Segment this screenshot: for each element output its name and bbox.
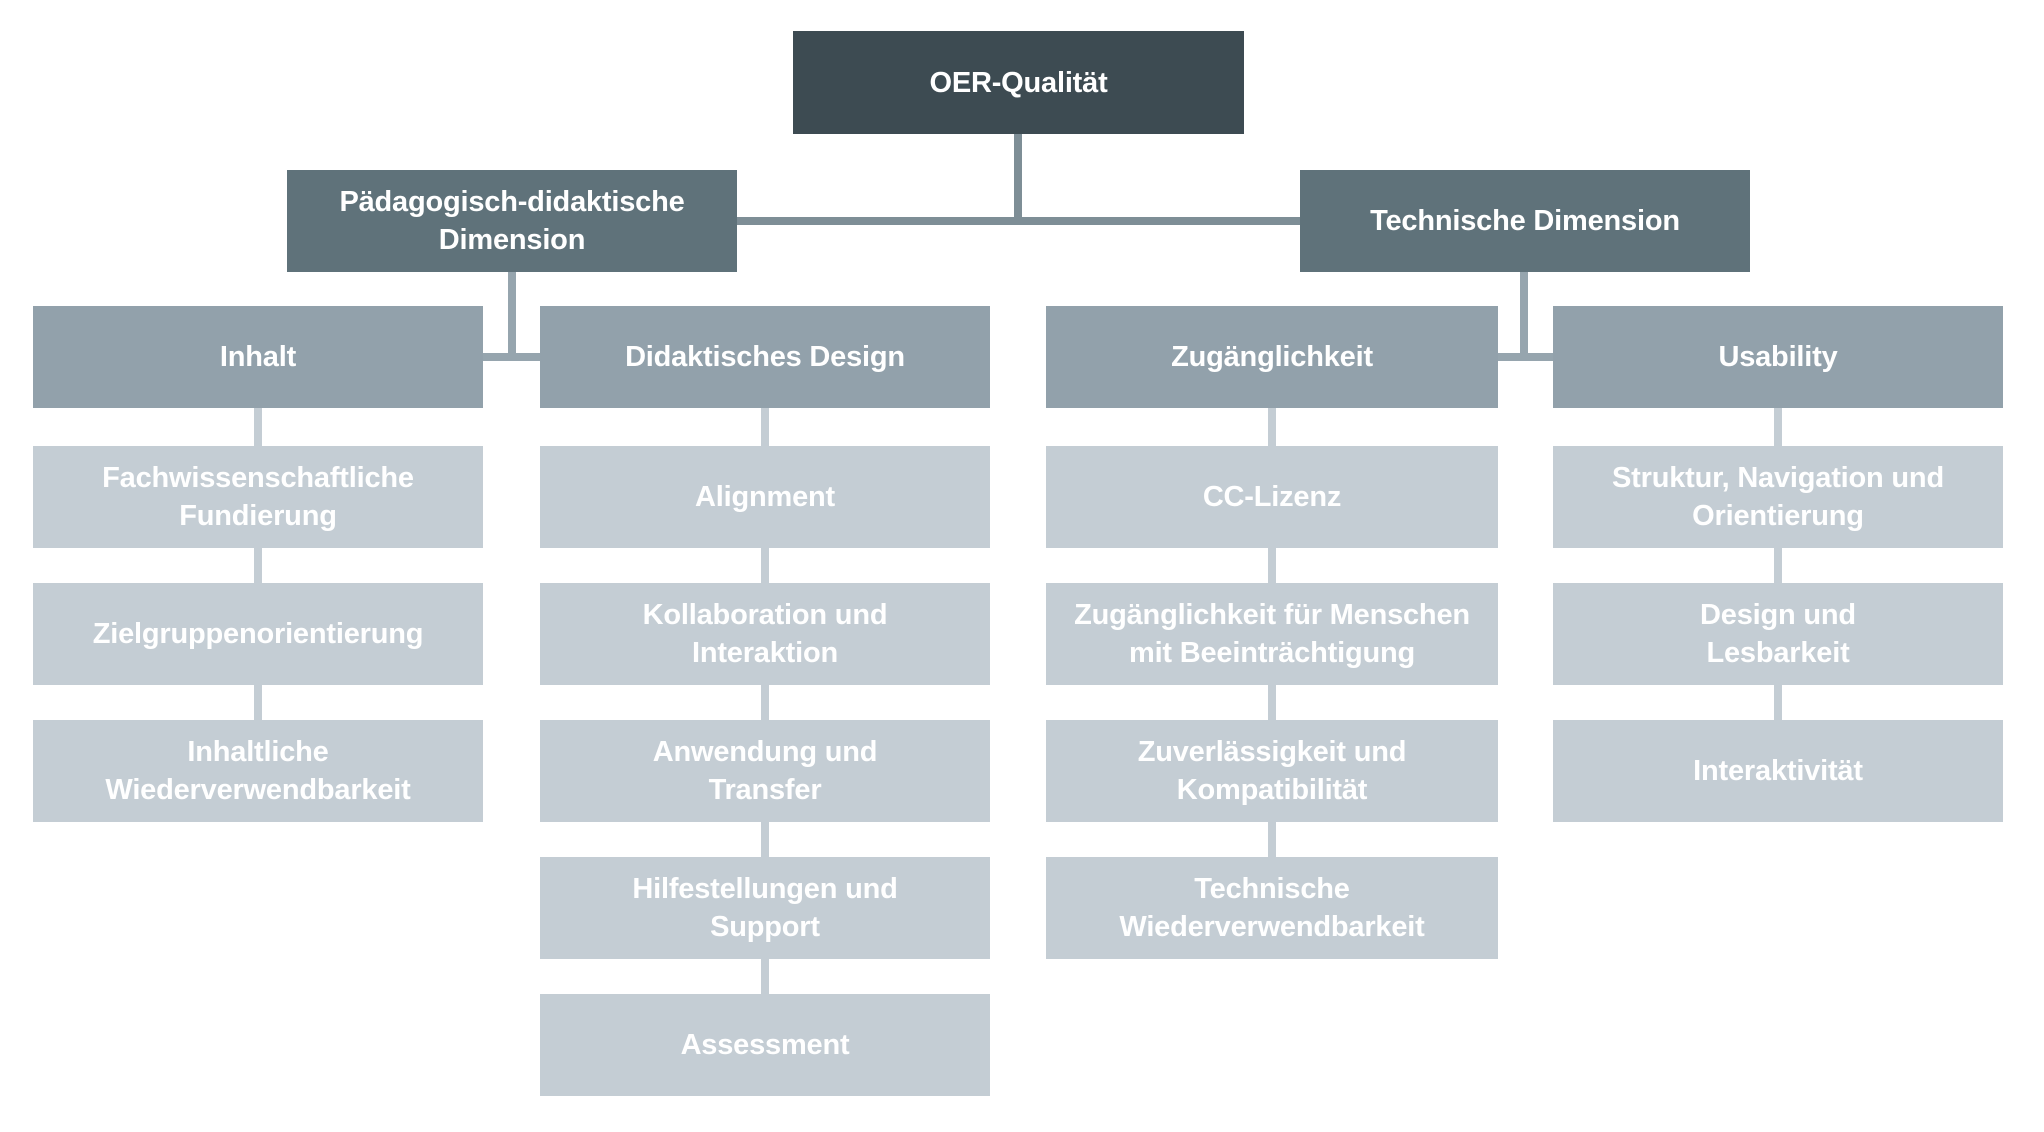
connector-didaktisches-child1 xyxy=(761,408,769,446)
connector-inhalt-child2 xyxy=(254,548,262,583)
connector-didaktisches-child3 xyxy=(761,685,769,720)
connector-root-horizontal xyxy=(737,217,1300,225)
node-paedagogisch-didaktische-dimension: Pädagogisch-didaktische Dimension xyxy=(287,170,737,272)
node-inhalt: Inhalt xyxy=(33,306,483,408)
node-usability: Usability xyxy=(1553,306,2003,408)
node-didaktisches-design: Didaktisches Design xyxy=(540,306,990,408)
node-zuverlaessigkeit-und-kompatibilitaet: Zuverlässigkeit und Kompatibilität xyxy=(1046,720,1498,822)
node-technische-wiederverwendbarkeit: Technische Wiederverwendbarkeit xyxy=(1046,857,1498,959)
connector-zugaenglichkeit-child4 xyxy=(1268,822,1276,857)
node-fachwissenschaftliche-fundierung: Fachwissenschaftliche Fundierung xyxy=(33,446,483,548)
connector-zugaenglichkeit-child2 xyxy=(1268,548,1276,583)
node-hilfestellungen-und-support: Hilfestellungen und Support xyxy=(540,857,990,959)
node-zugaenglichkeit-fuer-menschen: Zugänglichkeit für Menschen mit Beeinträ… xyxy=(1046,583,1498,685)
connector-usability-child3 xyxy=(1774,685,1782,720)
node-alignment: Alignment xyxy=(540,446,990,548)
node-interaktivitaet: Interaktivität xyxy=(1553,720,2003,822)
connector-technisch-vertical xyxy=(1520,272,1528,361)
node-zielgruppenorientierung: Zielgruppenorientierung xyxy=(33,583,483,685)
connector-usability-child1 xyxy=(1774,408,1782,446)
node-cc-lizenz: CC-Lizenz xyxy=(1046,446,1498,548)
node-technische-dimension: Technische Dimension xyxy=(1300,170,1750,272)
node-oer-qualitaet: OER-Qualität xyxy=(793,31,1244,134)
connector-didaktisches-child2 xyxy=(761,548,769,583)
connector-zugaenglichkeit-child1 xyxy=(1268,408,1276,446)
node-anwendung-und-transfer: Anwendung und Transfer xyxy=(540,720,990,822)
connector-paedagogisch-vertical xyxy=(508,272,516,361)
node-zugaenglichkeit: Zugänglichkeit xyxy=(1046,306,1498,408)
connector-inhalt-child1 xyxy=(254,408,262,446)
node-design-und-lesbarkeit: Design und Lesbarkeit xyxy=(1553,583,2003,685)
connector-usability-child2 xyxy=(1774,548,1782,583)
node-kollaboration-und-interaktion: Kollaboration und Interaktion xyxy=(540,583,990,685)
connector-didaktisches-child4 xyxy=(761,822,769,857)
connector-zugaenglichkeit-child3 xyxy=(1268,685,1276,720)
connector-technisch-horizontal xyxy=(1498,353,1553,361)
node-struktur-navigation-und-orientierung: Struktur, Navigation und Orientierung xyxy=(1553,446,2003,548)
node-assessment: Assessment xyxy=(540,994,990,1096)
connector-paedagogisch-horizontal xyxy=(483,353,540,361)
connector-inhalt-child3 xyxy=(254,685,262,720)
node-inhaltliche-wiederverwendbarkeit: Inhaltliche Wiederverwendbarkeit xyxy=(33,720,483,822)
connector-didaktisches-child5 xyxy=(761,959,769,994)
connector-root-vertical xyxy=(1014,134,1022,225)
